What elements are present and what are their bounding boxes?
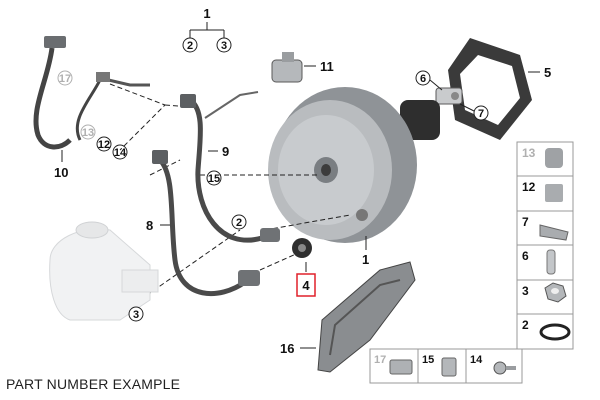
callout-11: 11 [320, 59, 334, 74]
callout-circle-17 [57, 70, 73, 86]
gasket-part-5: 5 [448, 38, 551, 140]
svg-text:2: 2 [236, 217, 242, 229]
bottom-item-17: 17 [374, 354, 386, 366]
callout-8: 8 [146, 218, 153, 233]
svg-text:6: 6 [420, 73, 426, 85]
callout-5: 5 [544, 65, 551, 80]
grommet-part-4: 4 [292, 238, 316, 297]
side-item-7: 7 [522, 215, 529, 229]
svg-text:3: 3 [133, 309, 139, 321]
side-item-3: 3 [522, 284, 529, 298]
svg-text:14: 14 [114, 147, 127, 159]
hose-part-10: 10 [33, 36, 72, 180]
side-item-2: 2 [522, 318, 529, 332]
bottom-item-15: 15 [422, 354, 434, 366]
svg-text:2: 2 [187, 40, 193, 52]
bracket-part-16: 16 [280, 261, 416, 373]
hose-part-9: 9 15 [180, 91, 280, 243]
callout-2-middle: 2 [231, 214, 247, 230]
side-item-6: 6 [522, 249, 529, 263]
callout-circle-7 [473, 105, 489, 121]
callout-circle-15 [206, 170, 222, 186]
left-small-callouts: 17 13 12 14 [57, 70, 128, 160]
highlight-box-4 [296, 273, 316, 297]
brake-booster-part-1: 1 [268, 87, 440, 267]
bottom-item-14: 14 [470, 354, 483, 366]
svg-text:12: 12 [98, 139, 110, 151]
svg-text:17: 17 [59, 73, 71, 85]
clevis-part-6-7: 6 7 [415, 70, 489, 121]
callout-circle-3 [128, 306, 144, 322]
side-item-12: 12 [522, 180, 536, 194]
callout-16: 16 [280, 341, 294, 356]
bottom-parts-panel: 17 15 14 [369, 348, 523, 384]
svg-text:7: 7 [478, 108, 484, 120]
callout-4: 4 [302, 278, 310, 293]
svg-text:13: 13 [82, 127, 94, 139]
svg-text:15: 15 [208, 173, 220, 185]
part-number-example-label: PART NUMBER EXAMPLE [6, 376, 181, 392]
callout-circle-2 [231, 214, 247, 230]
callout-1-top: 1 [203, 6, 210, 21]
callout-10: 10 [54, 165, 68, 180]
svg-text:3: 3 [221, 40, 227, 52]
hose-part-8: 8 [146, 150, 260, 296]
vacuum-line [75, 72, 150, 141]
callout-circle-3-top [216, 37, 232, 53]
group-1-callout: 1 2 3 [182, 6, 232, 53]
callout-circle-13 [80, 124, 96, 140]
side-parts-panel: 13 12 7 6 3 2 [516, 141, 574, 350]
callout-circle-14 [112, 144, 128, 160]
callout-circle-2-top [182, 37, 198, 53]
callout-1: 1 [362, 252, 369, 267]
reservoir-ghost: 3 [49, 221, 159, 322]
callout-9: 9 [222, 144, 229, 159]
side-item-13: 13 [522, 146, 536, 160]
callout-circle-12 [96, 136, 112, 152]
sensor-part-11: 11 [271, 52, 334, 83]
callout-circle-6 [415, 70, 431, 86]
